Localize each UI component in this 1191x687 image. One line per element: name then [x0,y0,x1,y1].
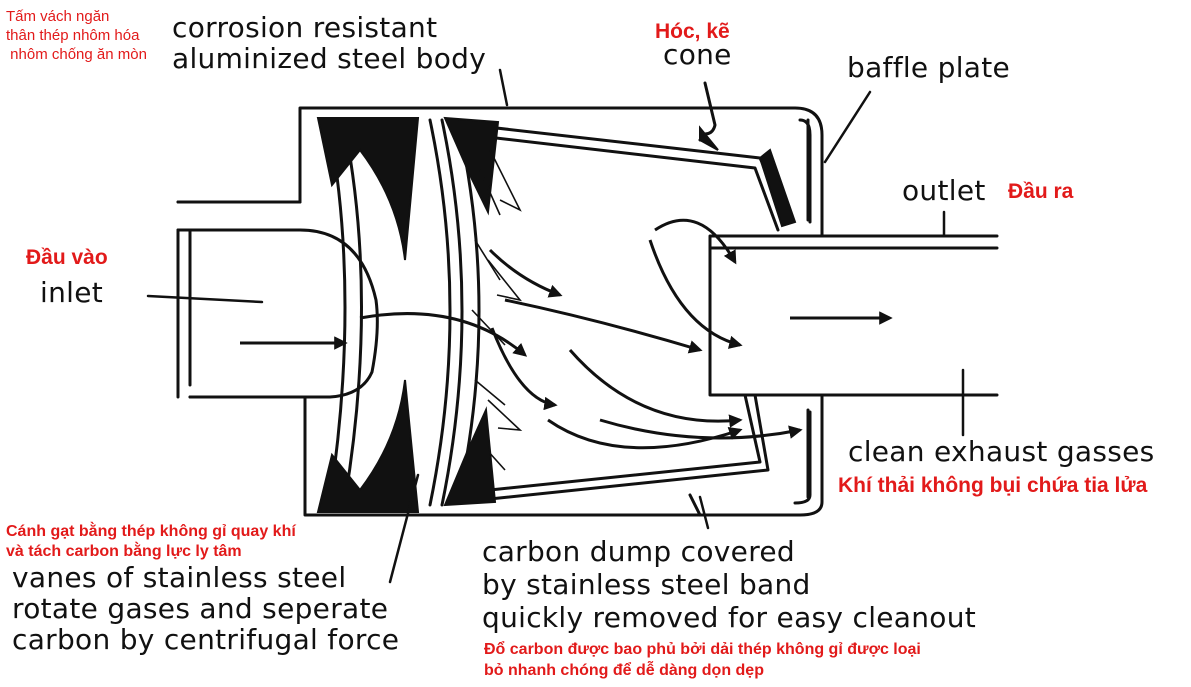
body-translation-line1: Tấm vách ngăn [6,8,110,25]
inlet-label: inlet [40,276,104,309]
dump-label-line3: quickly removed for easy cleanout [482,601,977,634]
dump-label-line2: by stainless steel band [482,568,811,601]
cone-label: cone [663,38,732,71]
body-translation-line2: thân thép nhôm hóa [6,27,140,44]
outlet-pipe [708,216,999,418]
vanes-translation-line1: Cánh gạt bằng thép không gỉ quay khí [6,523,296,540]
body-label-line2: aluminized steel body [172,42,487,75]
inlet-translation: Đầu vào [26,246,108,269]
cone-translation: Hóc, kẽ [655,20,730,43]
baffle-label: baffle plate [847,51,1011,84]
body-label-line1: corrosion resistant [172,11,438,44]
cone [468,123,792,502]
vanes [316,116,797,513]
dump-translation-line1: Đổ carbon được bao phủ bởi dải thép khôn… [484,641,921,658]
vanes-translation-line2: và tách carbon bằng lực ly tâm [6,543,242,560]
dump-label-line1: carbon dump covered [482,535,796,568]
vanes-label-line1: vanes of stainless steel [12,561,347,594]
vanes-label-line3: carbon by centrifugal force [12,623,400,656]
inlet-pipe [176,200,302,399]
clean-gasses-label: clean exhaust gasses [848,435,1155,468]
body-translation-line3: nhôm chống ăn mòn [6,46,147,63]
clean-gasses-translation: Khí thải không bụi chứa tia lửa [838,474,1148,497]
dump-translation-line2: bỏ nhanh chóng để dễ dàng dọn dẹp [484,662,764,679]
outlet-label: outlet [902,174,986,207]
vanes-label-line2: rotate gases and seperate [12,592,389,625]
outlet-translation: Đầu ra [1008,180,1074,203]
